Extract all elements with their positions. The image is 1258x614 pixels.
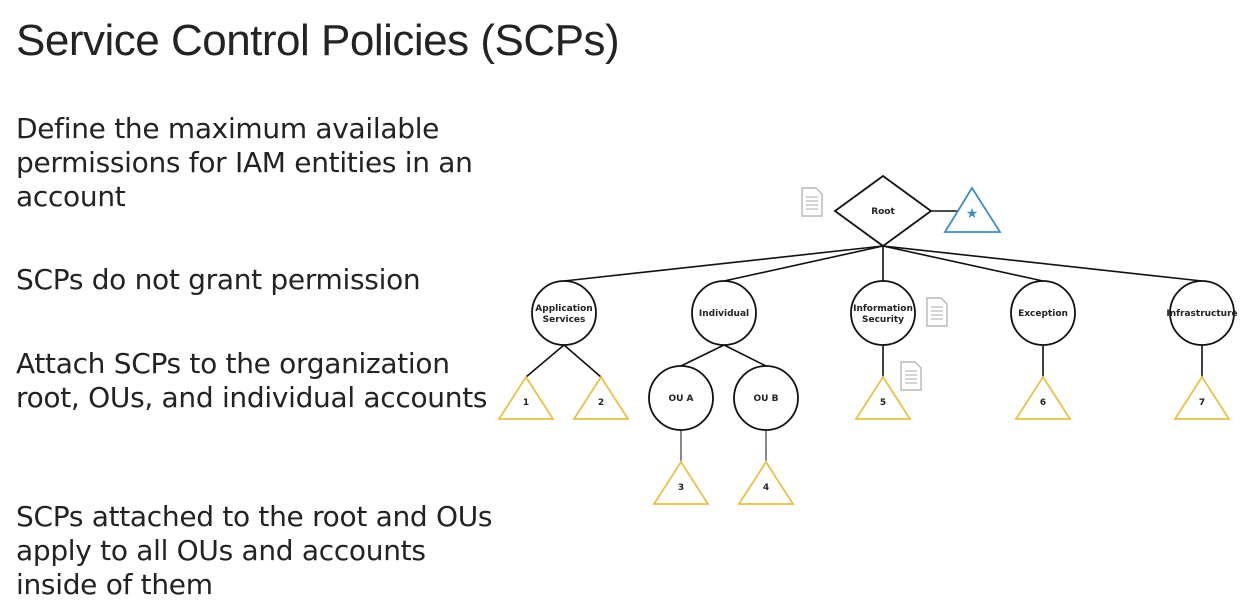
ou-label: Application: [535, 304, 592, 314]
account-4: 4: [737, 460, 795, 505]
ou-application-services: [531, 280, 597, 346]
account-5: 5: [854, 375, 912, 420]
ou-label: OU B: [754, 394, 779, 404]
ou-exception: [1010, 280, 1076, 346]
ou-label: Exception: [1018, 309, 1068, 319]
ou-infrastructure: [1169, 280, 1235, 346]
svg-text:Root: Root: [871, 207, 895, 217]
svg-text:7: 7: [1199, 398, 1205, 408]
ou-label: Services: [543, 315, 586, 325]
ou-individual: [691, 280, 757, 346]
ou-a: [648, 365, 714, 431]
page-title: Service Control Policies (SCPs): [16, 16, 620, 65]
bullet-3: Attach SCPs to the organization root, OU…: [16, 347, 488, 414]
account-7: 7: [1173, 375, 1231, 420]
svg-text:1: 1: [523, 398, 529, 408]
policy-document-icon: [926, 297, 948, 327]
ou-label: Information: [853, 304, 913, 314]
svg-text:6: 6: [1040, 398, 1046, 408]
policy-document-icon: [801, 187, 823, 217]
ou-label: Security: [862, 315, 904, 325]
svg-text:2: 2: [598, 398, 604, 408]
ou-label: OU A: [668, 394, 693, 404]
bullet-2: SCPs do not grant permission: [16, 263, 421, 296]
management-account-star-icon: ★: [943, 186, 1002, 233]
ou-information-security: [850, 280, 916, 346]
account-1: 1: [497, 375, 555, 420]
ou-label: Infrastructure: [1166, 309, 1237, 319]
root-node: Root: [833, 174, 933, 248]
account-6: 6: [1014, 375, 1072, 420]
policy-document-icon: [900, 361, 922, 391]
account-3: 3: [652, 460, 710, 505]
bullet-4: SCPs attached to the root and OUs apply …: [16, 500, 493, 601]
ou-b: [733, 365, 799, 431]
account-2: 2: [572, 375, 630, 420]
svg-text:★: ★: [966, 206, 979, 222]
svg-text:3: 3: [678, 483, 684, 493]
bullet-1: Define the maximum available permissions…: [16, 112, 473, 213]
svg-text:5: 5: [880, 398, 886, 408]
svg-text:4: 4: [763, 483, 769, 493]
ou-label: Individual: [699, 309, 749, 319]
